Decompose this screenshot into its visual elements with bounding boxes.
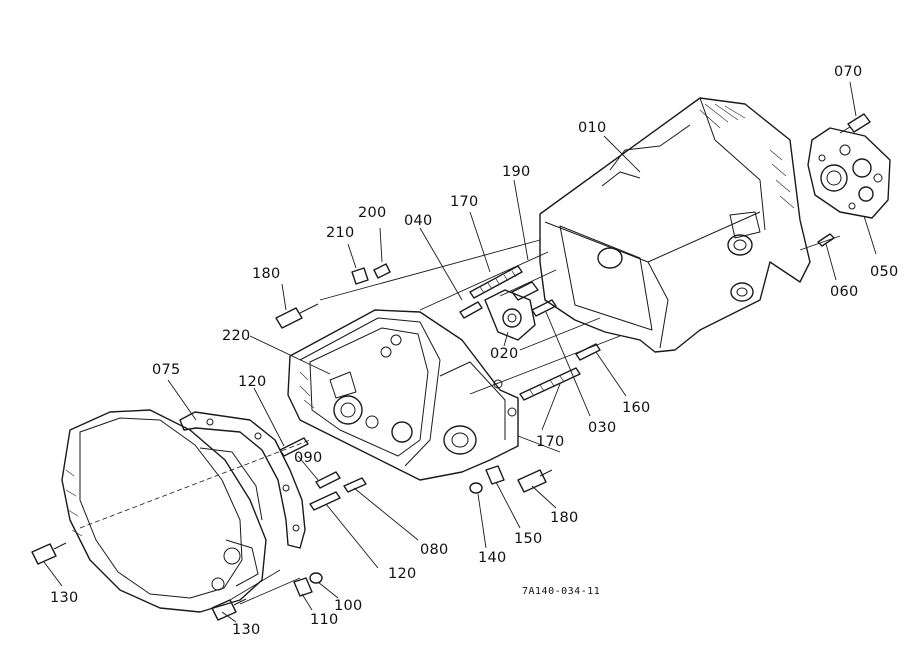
callout-120-upper: 120 <box>238 374 267 390</box>
callout-180-upper: 180 <box>252 266 281 282</box>
stud-120-lower <box>309 491 341 511</box>
callout-leaders <box>43 81 877 623</box>
callout-110: 110 <box>310 612 339 628</box>
callout-170-upper: 170 <box>450 194 479 210</box>
pin-080 <box>343 477 367 493</box>
callout-050: 050 <box>870 264 899 280</box>
pin-160 <box>575 343 601 361</box>
clutch-housing <box>61 409 267 613</box>
bolt-130-left <box>31 542 67 565</box>
callout-150: 150 <box>514 531 543 547</box>
callout-labels: 010 070 050 060 190 170 040 200 210 180 … <box>50 64 899 638</box>
callout-210: 210 <box>326 225 355 241</box>
assembly-center-lines <box>79 235 841 605</box>
callout-220: 220 <box>222 328 251 344</box>
callout-190: 190 <box>502 164 531 180</box>
callout-020: 020 <box>490 346 519 362</box>
bolt-180-lower <box>517 469 553 493</box>
callout-070: 070 <box>834 64 863 80</box>
callout-040: 040 <box>404 213 433 229</box>
washer-100 <box>309 572 323 584</box>
front-housing-220 <box>287 309 519 481</box>
callout-010: 010 <box>578 120 607 136</box>
callout-130-bottom: 130 <box>232 622 261 638</box>
nut-150 <box>485 465 505 485</box>
callout-090: 090 <box>294 450 323 466</box>
callout-120-lower: 120 <box>388 566 417 582</box>
bolt-040 <box>459 301 483 319</box>
transmission-case-010 <box>539 97 811 353</box>
callout-080: 080 <box>420 542 449 558</box>
callout-140: 140 <box>478 550 507 566</box>
callout-030: 030 <box>588 420 617 436</box>
pin-030 <box>531 299 557 317</box>
callout-160: 160 <box>622 400 651 416</box>
stud-120-upper <box>279 437 309 457</box>
pin-090 <box>315 471 341 489</box>
bolt-190 <box>511 281 539 301</box>
callout-130-left: 130 <box>50 590 79 606</box>
bolt-180-upper <box>275 303 319 329</box>
rear-cover-050 <box>807 127 891 219</box>
nut-110 <box>293 577 313 597</box>
callout-100: 100 <box>334 598 363 614</box>
callout-075: 075 <box>152 362 181 378</box>
callout-200: 200 <box>358 205 387 221</box>
stud-170-lower <box>519 367 581 401</box>
washer-140 <box>469 482 483 494</box>
nut-210 <box>351 267 369 285</box>
callout-060: 060 <box>830 284 859 300</box>
drawing-code: 7A140-034-11 <box>522 586 600 597</box>
bolt-130-bottom <box>211 598 247 621</box>
callout-170-lower: 170 <box>536 434 565 450</box>
bearing-holder-020 <box>484 289 536 341</box>
callout-180-lower: 180 <box>550 510 579 526</box>
stud-170-upper <box>469 265 523 299</box>
bolt-070 <box>839 113 871 134</box>
washer-200 <box>373 263 391 279</box>
gasket-075 <box>179 411 306 549</box>
